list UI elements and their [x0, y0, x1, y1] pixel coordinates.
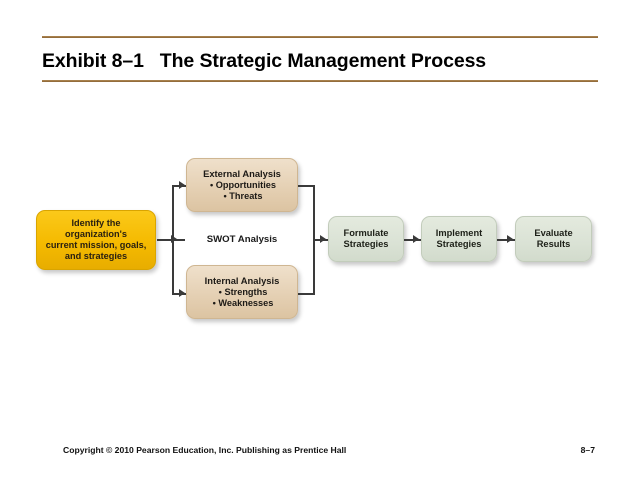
- strategic-management-process-diagram: Identify the organization's current miss…: [0, 100, 638, 400]
- connector-external-to-merge: [298, 185, 314, 187]
- page-number: 8–7: [580, 445, 595, 455]
- arrowhead-implement: [413, 235, 419, 243]
- node-implement-strategies[interactable]: Implement Strategies: [421, 216, 497, 262]
- swot-analysis-label: SWOT Analysis: [206, 233, 278, 245]
- node-formulate-strategies[interactable]: Formulate Strategies: [328, 216, 404, 262]
- node-evaluate-results[interactable]: Evaluate Results: [515, 216, 592, 262]
- arrowhead-evaluate: [507, 235, 513, 243]
- arrowhead-formulate: [320, 235, 326, 243]
- header-rule-top: [42, 36, 598, 38]
- connector-formulate-to-implement: [404, 239, 421, 241]
- connector-branch-vertical: [172, 185, 174, 295]
- node-bullet: • Weaknesses: [212, 298, 274, 309]
- page-title: Exhibit 8–1 The Strategic Management Pro…: [42, 49, 487, 72]
- node-title: External Analysis: [203, 167, 281, 179]
- node-bullet: • Threats: [223, 191, 263, 202]
- node-internal-analysis[interactable]: Internal Analysis • Strengths • Weakness…: [186, 265, 298, 319]
- arrowhead-external: [179, 181, 185, 189]
- node-line: Strategies: [436, 239, 482, 249]
- arrowhead-internal: [179, 289, 185, 297]
- node-line: organization's: [65, 228, 127, 239]
- node-line: Identify the: [71, 217, 121, 228]
- node-title: Internal Analysis: [204, 274, 280, 286]
- node-identify-mission[interactable]: Identify the organization's current miss…: [36, 210, 156, 270]
- footer: Copyright © 2010 Pearson Education, Inc.…: [0, 445, 638, 465]
- node-line: Results: [536, 239, 571, 249]
- node-external-analysis[interactable]: External Analysis • Opportunities • Thre…: [186, 158, 298, 212]
- node-line: Evaluate: [534, 227, 573, 238]
- node-bullet: • Opportunities: [210, 180, 276, 191]
- node-line: Strategies: [343, 239, 389, 249]
- node-line: current mission, goals,: [45, 240, 147, 250]
- connector-internal-to-merge: [298, 293, 314, 295]
- copyright-text: Copyright © 2010 Pearson Education, Inc.…: [63, 445, 347, 455]
- node-line: Implement: [435, 227, 483, 238]
- node-line: and strategies: [64, 251, 128, 262]
- arrowhead-start-branch: [171, 235, 177, 243]
- node-bullet: • Strengths: [218, 287, 268, 298]
- connector-implement-to-evaluate: [497, 239, 515, 241]
- header-rule-bottom: [42, 80, 598, 82]
- node-line: Formulate: [343, 227, 389, 238]
